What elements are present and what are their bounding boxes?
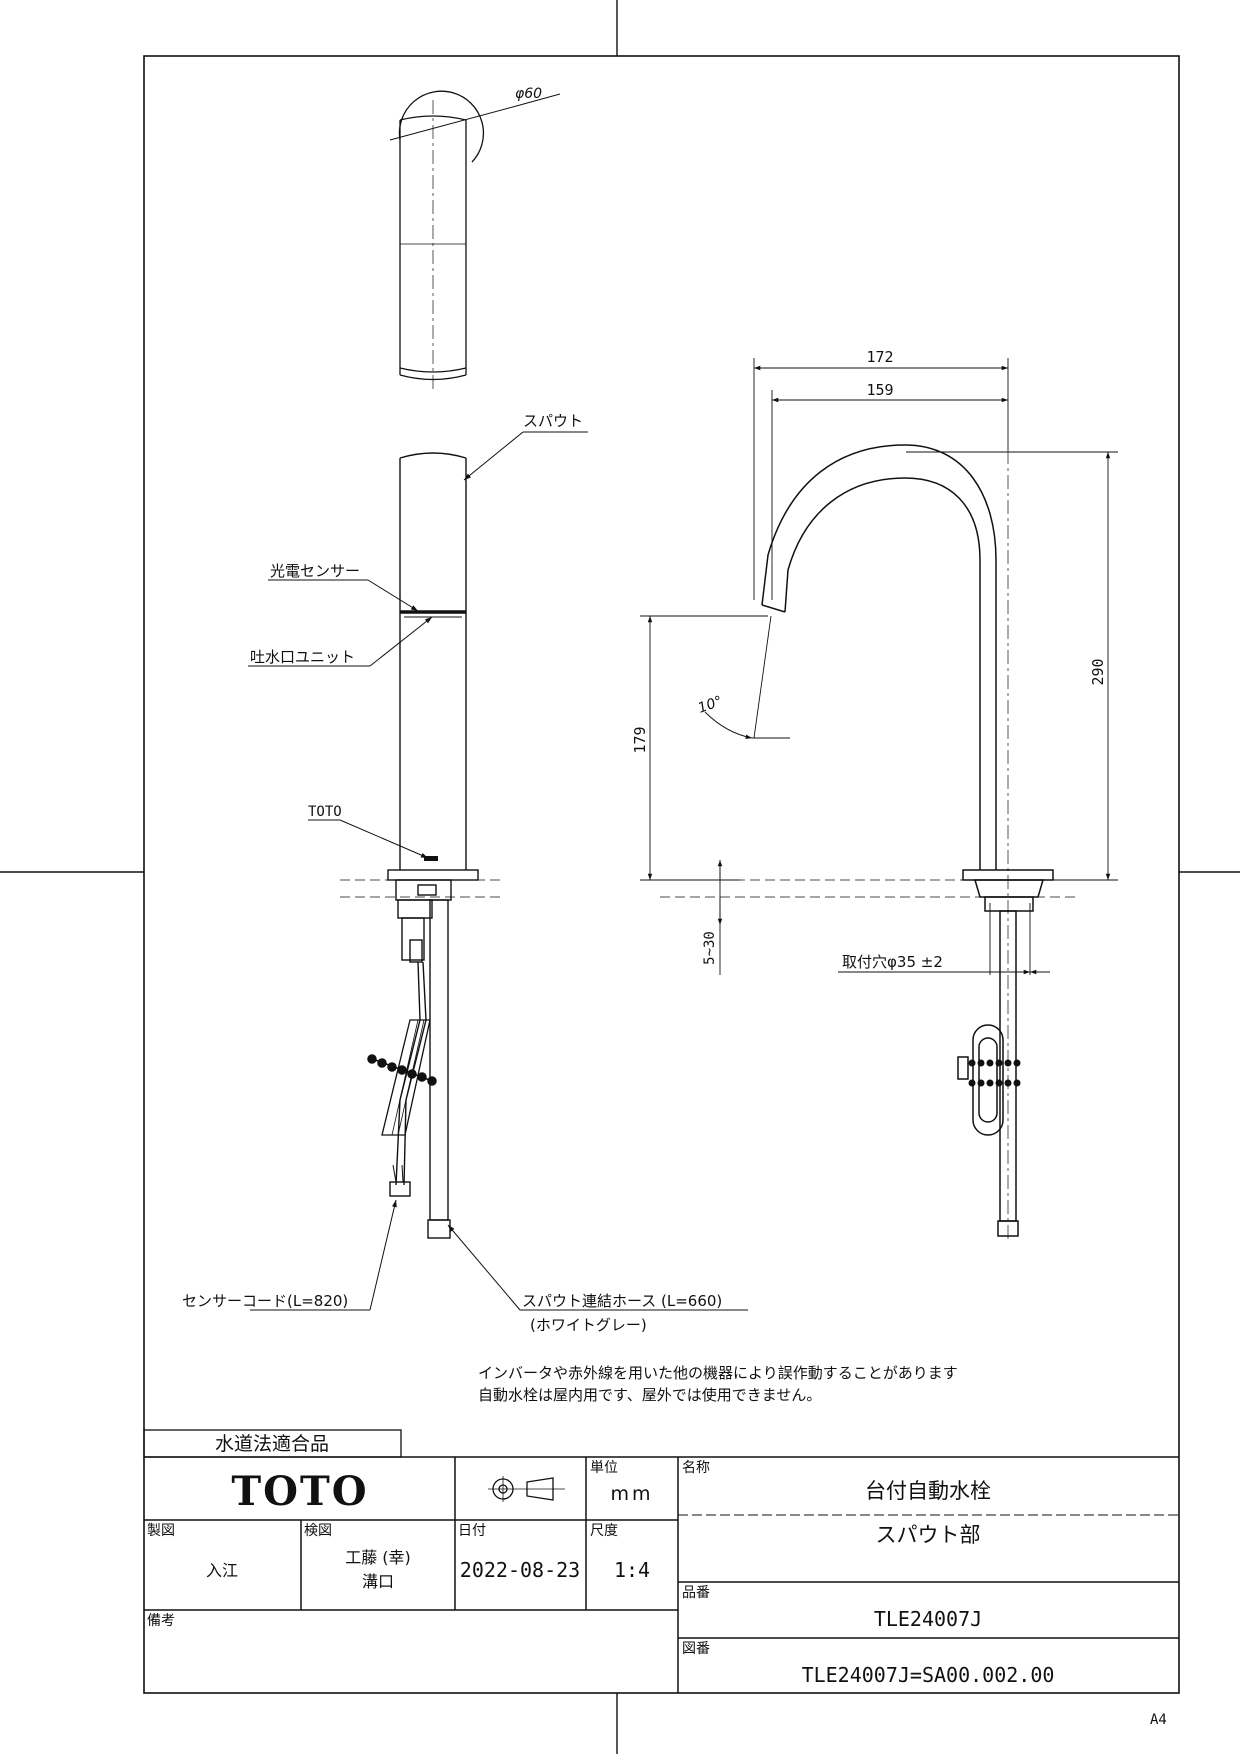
drawing-number-label: 図番	[682, 1641, 710, 1657]
drawn-by-label: 製図	[147, 1523, 175, 1539]
callout-outlet-unit: 吐水口ユニット	[250, 648, 355, 666]
note-line-1: インバータや赤外線を用いた他の機器により誤作動することがあります	[478, 1364, 958, 1382]
callout-spout: スパウト	[523, 412, 583, 430]
drawing-number-value: TLE24007J=SA00.002.00	[802, 1663, 1055, 1687]
scale-label: 尺度	[590, 1523, 618, 1539]
unit-value: mm	[610, 1483, 653, 1505]
side-view-bead-chain	[367, 1054, 437, 1086]
projection-symbol-icon	[488, 1476, 565, 1502]
callout-photo-sensor: 光電センサー	[270, 562, 360, 580]
note-line-2: 自動水栓は屋内用です、屋外では使用できません。	[478, 1386, 821, 1404]
front-view-bead-chain	[968, 1059, 1021, 1087]
callout-sensor-cord: センサーコード(L=820)	[182, 1292, 348, 1310]
remarks-label: 備考	[147, 1613, 175, 1629]
side-view-spout	[340, 452, 505, 1239]
checked-by-value-1: 工藤 (幸)	[345, 1548, 411, 1567]
compliance-label: 水道法適合品	[215, 1433, 329, 1455]
title-block-grid	[143, 1429, 1179, 1693]
product-subname: スパウト部	[876, 1523, 981, 1547]
callout-connecting-hose: スパウト連結ホース (L=660)	[522, 1292, 722, 1310]
callout-toto-mark: TOTO	[308, 804, 342, 820]
dim-179: 179	[631, 726, 649, 753]
callout-hose-color: (ホワイトグレー)	[530, 1316, 647, 1334]
dim-angle-10: 10°	[696, 693, 725, 717]
unit-label: 単位	[590, 1460, 618, 1476]
product-name: 台付自動水栓	[865, 1479, 991, 1503]
dim-290: 290	[1089, 658, 1107, 685]
date-label: 日付	[458, 1523, 486, 1539]
part-number-label: 品番	[682, 1585, 710, 1601]
front-view-spout	[660, 444, 1080, 1240]
date-value: 2022-08-23	[460, 1558, 580, 1582]
dim-172: 172	[866, 348, 893, 366]
front-view-dimensions	[640, 358, 1118, 975]
dim-5-30: 5~30	[702, 931, 718, 965]
drawn-by-value: 入江	[206, 1561, 238, 1580]
dim-mounting-hole: 取付穴φ35 ±2	[842, 953, 943, 971]
dim-159: 159	[866, 381, 893, 399]
toto-logo: TOTO	[231, 1468, 368, 1515]
side-view-leaders	[248, 431, 748, 1311]
checked-by-label: 検図	[304, 1523, 332, 1539]
name-label: 名称	[682, 1460, 710, 1476]
diameter-60-label: φ60	[515, 86, 542, 102]
top-view	[389, 90, 561, 390]
checked-by-value-2: 溝口	[362, 1572, 394, 1591]
paper-size-label: A4	[1150, 1712, 1167, 1728]
part-number-value: TLE24007J	[874, 1607, 982, 1631]
scale-value: 1:4	[614, 1558, 650, 1582]
